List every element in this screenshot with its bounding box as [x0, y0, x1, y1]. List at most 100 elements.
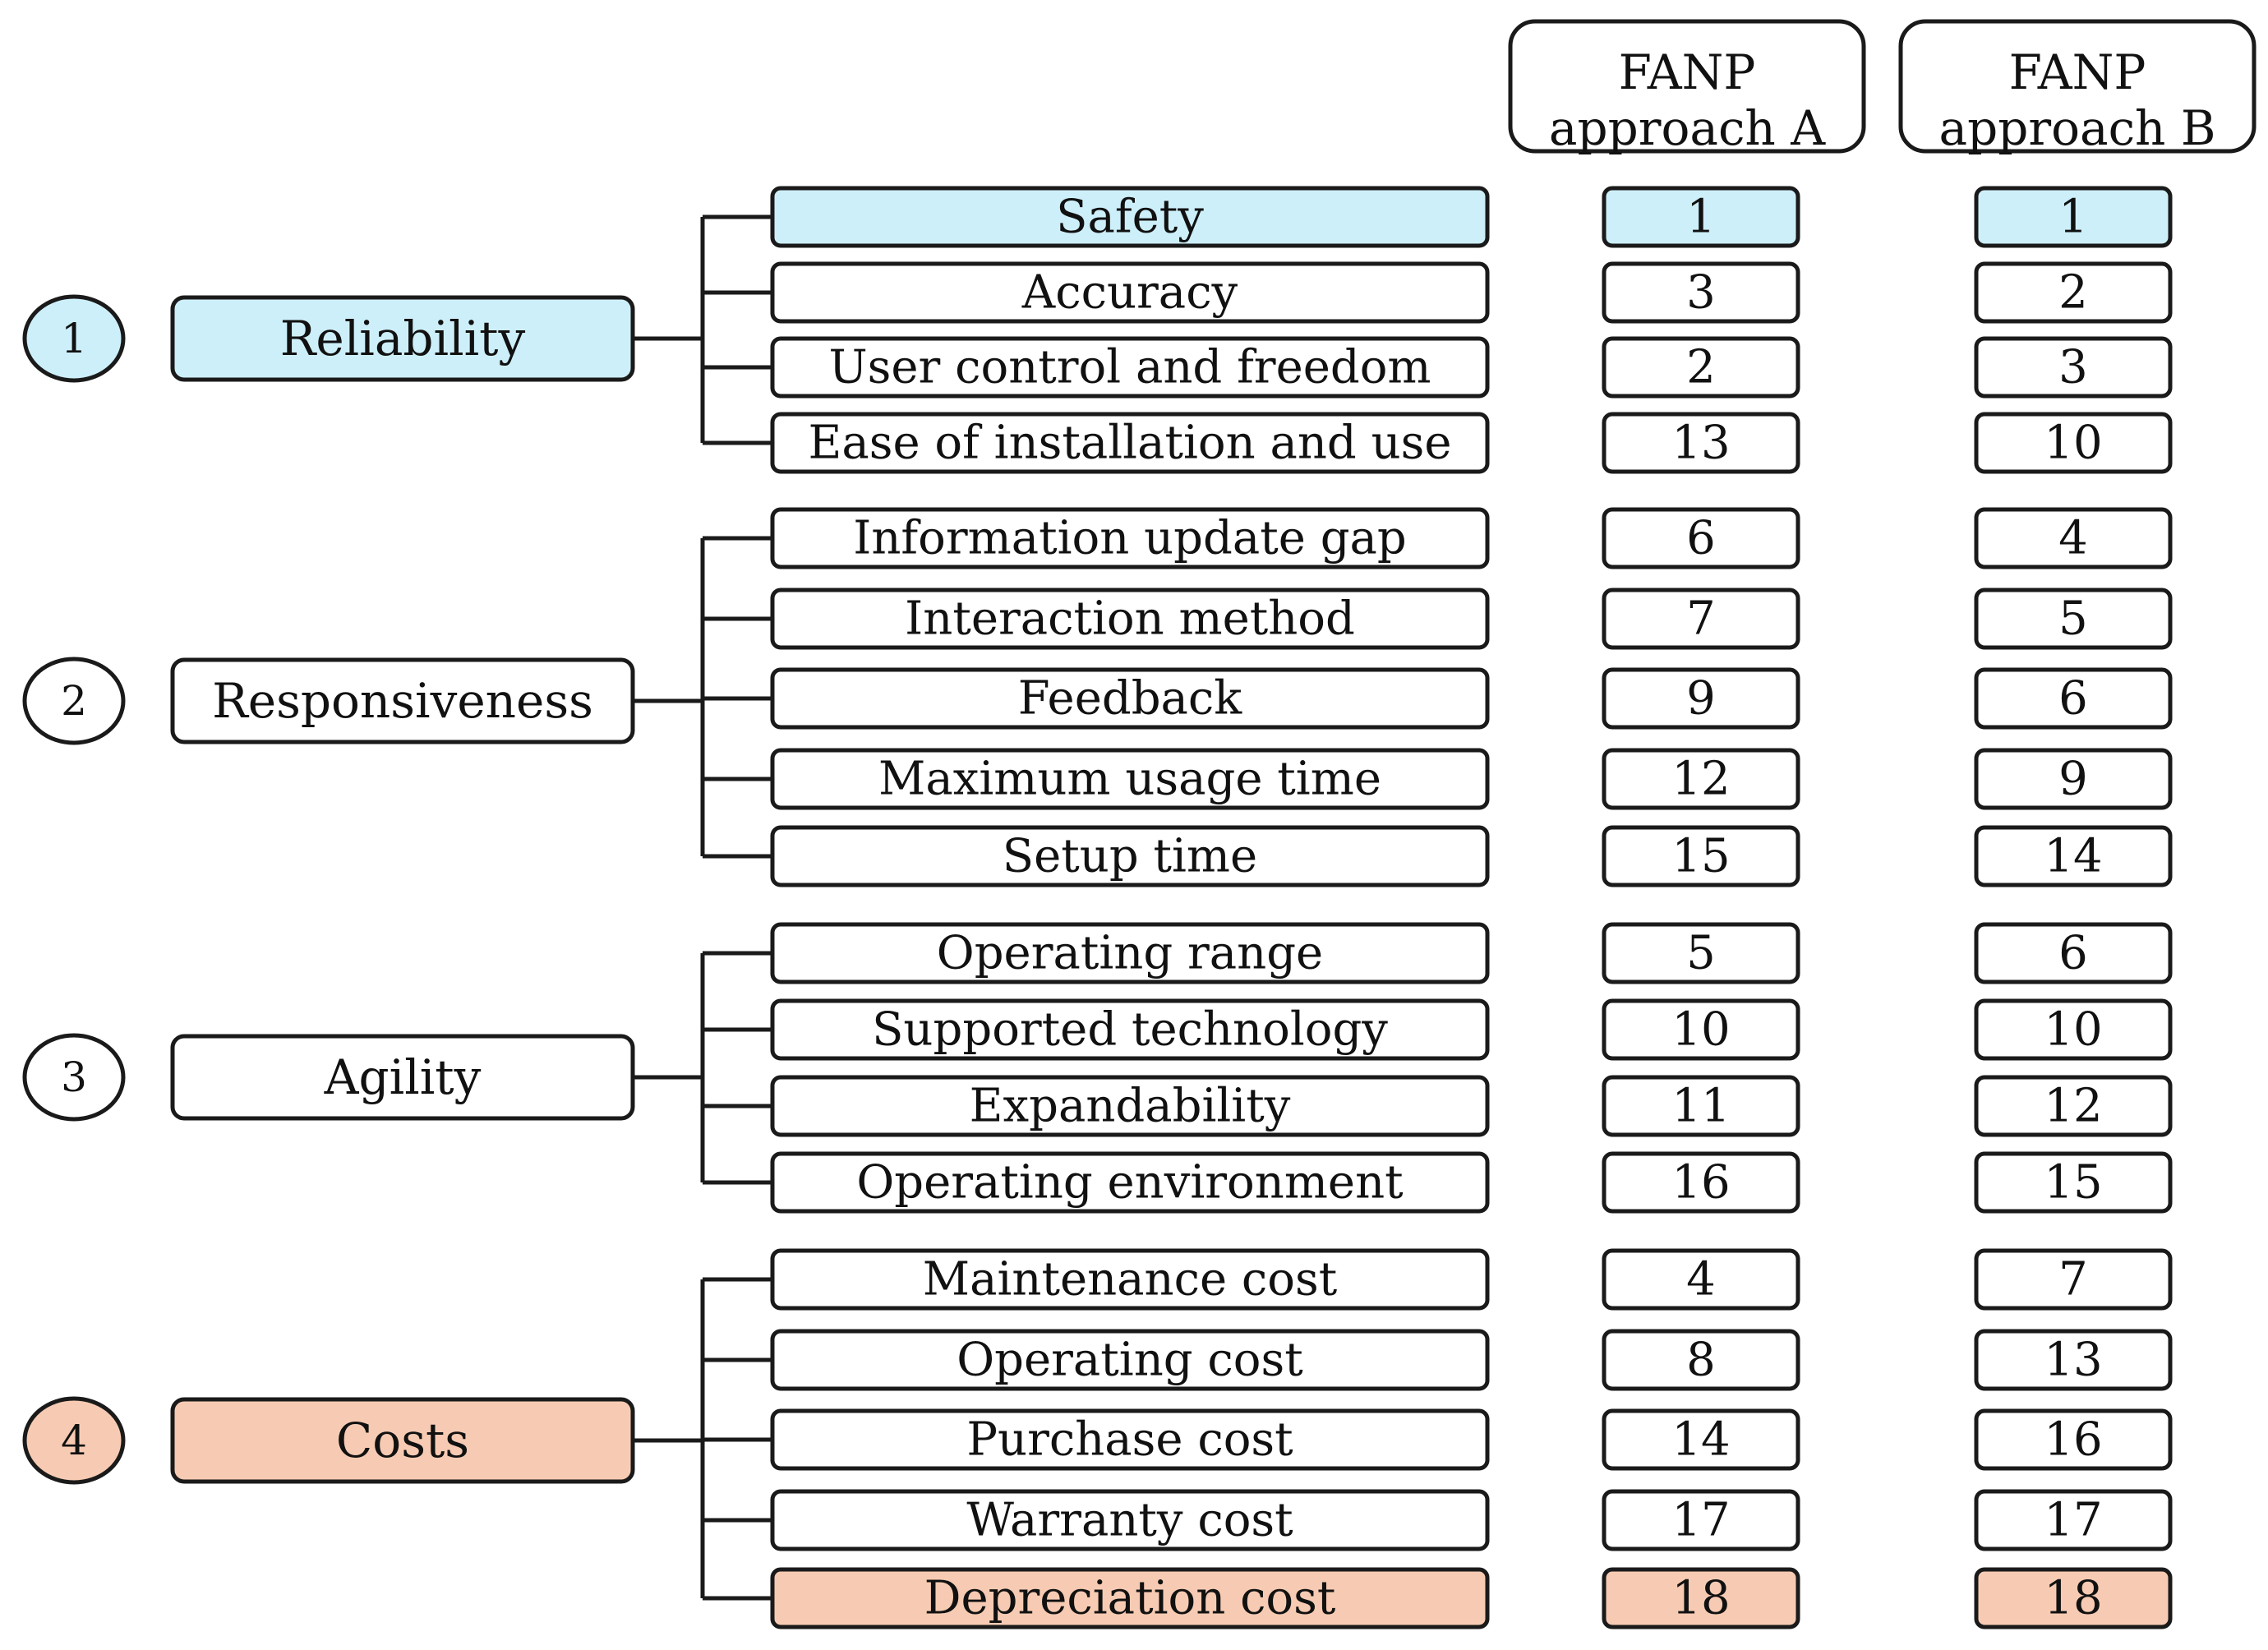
rank-b-box	[1974, 1075, 2173, 1137]
rank-b-value: 5	[2058, 592, 2088, 646]
rank-b-value: 14	[2044, 830, 2102, 883]
criterion-label: Ease of installation and use	[808, 417, 1451, 470]
group-number: 2	[61, 677, 87, 725]
group-label: Costs	[336, 1413, 469, 1468]
rank-a-box	[1602, 1567, 1800, 1629]
rank-b-box	[1974, 1408, 2173, 1471]
group-label: Reliability	[280, 311, 526, 366]
rank-a-box	[1602, 336, 1800, 399]
criterion-label: Setup time	[1003, 830, 1257, 883]
criterion-label: Maximum usage time	[878, 753, 1381, 806]
criterion-box	[770, 1329, 1490, 1391]
rank-b-box	[1974, 412, 2173, 474]
rank-b-box	[1974, 1489, 2173, 1551]
criterion-label: Operating range	[937, 927, 1323, 980]
rank-a-box	[1602, 998, 1800, 1061]
rank-a-value: 13	[1671, 417, 1730, 470]
rank-b-value: 10	[2044, 417, 2102, 470]
criterion-label: User control and freedom	[828, 341, 1431, 394]
rank-b-value: 2	[2058, 266, 2088, 320]
criterion-label: Purchase cost	[966, 1413, 1293, 1467]
rank-a-value: 16	[1671, 1156, 1730, 1210]
group-number-circle	[22, 1033, 126, 1122]
rank-a-value: 12	[1671, 753, 1730, 806]
rank-a-value: 8	[1686, 1334, 1716, 1387]
rank-a-box	[1602, 588, 1800, 650]
rank-b-box	[1974, 186, 2173, 248]
group-box	[170, 1034, 635, 1121]
rank-a-box	[1602, 1329, 1800, 1391]
rank-b-box	[1974, 1329, 2173, 1391]
rank-a-value: 3	[1686, 266, 1716, 320]
criterion-box	[770, 507, 1490, 569]
criterion-box	[770, 1408, 1490, 1471]
criterion-label: Information update gap	[853, 512, 1407, 565]
criterion-box	[770, 922, 1490, 984]
rank-b-box	[1974, 748, 2173, 810]
rank-b-value: 7	[2058, 1253, 2088, 1307]
rank-a-value: 15	[1671, 830, 1730, 883]
rank-a-value: 10	[1671, 1003, 1730, 1057]
rank-a-box	[1602, 261, 1800, 324]
criterion-box	[770, 588, 1490, 650]
rank-a-value: 9	[1686, 672, 1716, 726]
criterion-label: Interaction method	[905, 592, 1355, 646]
group-number: 4	[61, 1417, 87, 1464]
rank-b-box	[1974, 588, 2173, 650]
rank-a-value: 1	[1686, 191, 1716, 244]
criterion-label: Maintenance cost	[923, 1253, 1338, 1307]
rank-a-box	[1602, 1151, 1800, 1214]
rank-b-value: 6	[2058, 927, 2088, 980]
rank-b-box	[1974, 261, 2173, 324]
rank-a-value: 4	[1686, 1253, 1716, 1307]
rank-b-box	[1974, 1567, 2173, 1629]
header-approach-b-line-1: FANP	[2009, 44, 2146, 100]
rank-b-value: 18	[2044, 1572, 2102, 1625]
rank-b-value: 9	[2058, 753, 2088, 806]
rank-b-value: 6	[2058, 672, 2088, 726]
rank-b-box	[1974, 336, 2173, 399]
rank-a-box	[1602, 825, 1800, 887]
group-number: 1	[61, 315, 87, 362]
criterion-box	[770, 1489, 1490, 1551]
criterion-label: Expandability	[970, 1080, 1291, 1133]
header-approach-b-line-2: approach B	[1939, 100, 2216, 156]
rank-b-box	[1974, 998, 2173, 1061]
group-number-circle	[22, 657, 126, 745]
rank-a-box	[1602, 186, 1800, 248]
group-number-circle	[22, 1396, 126, 1485]
criterion-row: Maximum usage time 12 9	[770, 748, 2173, 810]
rank-a-value: 2	[1686, 341, 1716, 394]
rank-a-box	[1602, 1408, 1800, 1471]
rank-b-box	[1974, 507, 2173, 569]
rank-b-box	[1974, 922, 2173, 984]
rank-b-value: 16	[2044, 1413, 2102, 1467]
group-label: Responsiveness	[212, 673, 593, 729]
rank-a-box	[1602, 1248, 1800, 1311]
criterion-label: Depreciation cost	[924, 1572, 1336, 1625]
group-box	[170, 657, 635, 744]
criterion-row: Accuracy 3 2	[770, 261, 2173, 324]
rank-a-box	[1602, 1489, 1800, 1551]
criterion-label: Accuracy	[1021, 266, 1238, 320]
criterion-box	[770, 412, 1490, 474]
criterion-label: Supported technology	[872, 1003, 1388, 1057]
criterion-box	[770, 336, 1490, 399]
criterion-box	[770, 1248, 1490, 1311]
rank-a-box	[1602, 922, 1800, 984]
group-label: Agility	[324, 1049, 482, 1105]
rank-b-value: 4	[2058, 512, 2088, 565]
criterion-row: Ease of installation and use 13 10	[770, 412, 2173, 474]
rank-a-box	[1602, 748, 1800, 810]
header-approach-b-box	[1898, 19, 2256, 154]
